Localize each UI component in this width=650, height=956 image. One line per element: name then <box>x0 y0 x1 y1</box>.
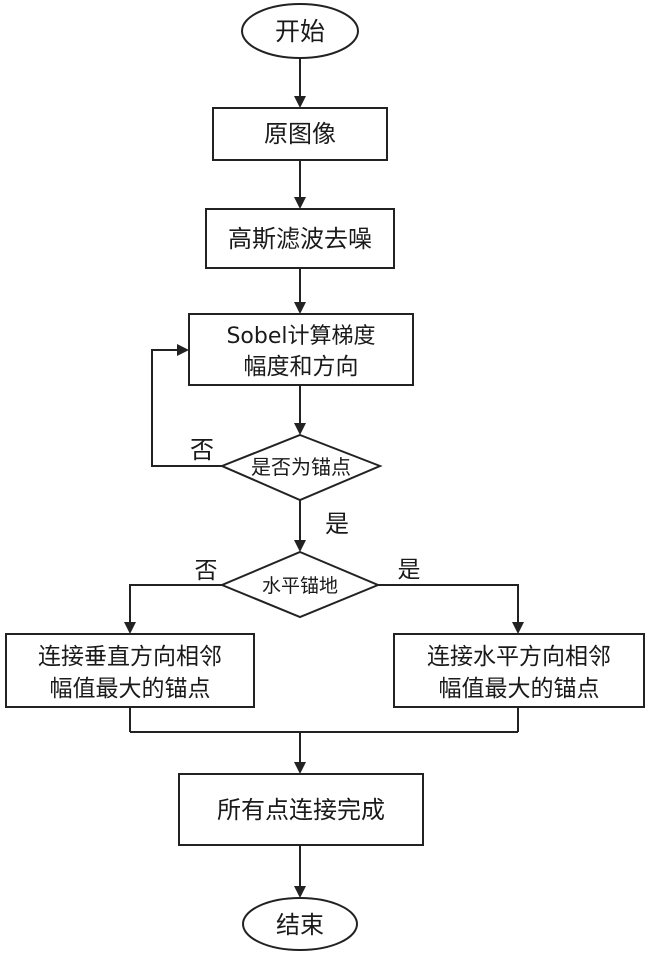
arrowhead <box>294 762 306 774</box>
arrowhead <box>294 96 306 108</box>
edge-label-anchor-yes: 是 <box>325 510 349 538</box>
connect-vertical-label-line1: 连接垂直方向相邻 <box>38 644 222 670</box>
connect-horizontal-label-line2: 幅值最大的锚点 <box>439 676 600 702</box>
gaussian-denoise-node: 高斯滤波去噪 <box>205 208 395 269</box>
all-connected-label: 所有点连接完成 <box>217 796 385 824</box>
start-node: 开始 <box>241 3 359 59</box>
all-connected-node: 所有点连接完成 <box>178 773 424 846</box>
connect-vertical-node: 连接垂直方向相邻 幅值最大的锚点 <box>5 633 255 708</box>
arrowhead <box>294 302 306 314</box>
sobel-node: Sobel计算梯度 幅度和方向 <box>188 313 414 386</box>
connect-horizontal-node: 连接水平方向相邻 幅值最大的锚点 <box>393 633 645 708</box>
horizontal-anchor-decision: 水平锚地 <box>219 550 381 619</box>
connect-horizontal-label-line1: 连接水平方向相邻 <box>427 644 611 670</box>
edge-label-horizontal-no: 否 <box>195 558 218 584</box>
sobel-label-line1: Sobel计算梯度 <box>226 324 375 349</box>
edge-horizontal-no <box>129 584 222 623</box>
is-anchor-decision: 是否为锚点 <box>219 433 383 502</box>
end-node: 结束 <box>242 897 358 951</box>
connect-vertical-label-line2: 幅值最大的锚点 <box>50 676 211 702</box>
edge-label-anchor-no: 否 <box>190 436 214 464</box>
original-image-label: 原图像 <box>264 120 336 148</box>
arrowhead <box>124 622 136 634</box>
arrowhead <box>177 344 189 356</box>
horizontal-anchor-label: 水平锚地 <box>262 575 338 597</box>
edge-label-horizontal-yes: 是 <box>398 557 421 583</box>
arrowhead <box>294 423 306 435</box>
end-label: 结束 <box>276 911 324 939</box>
arrowhead <box>294 197 306 209</box>
edge-horizontal-yes <box>378 584 519 623</box>
connectors <box>124 58 524 898</box>
sobel-label-line2: 幅度和方向 <box>244 354 359 380</box>
edge-not-anchor-loop <box>151 349 222 467</box>
arrowhead <box>512 622 524 634</box>
start-label: 开始 <box>275 17 325 46</box>
arrowhead <box>294 886 306 898</box>
gaussian-denoise-label: 高斯滤波去噪 <box>228 225 372 253</box>
original-image-node: 原图像 <box>212 107 388 161</box>
is-anchor-label: 是否为锚点 <box>251 455 351 479</box>
arrowhead <box>294 540 306 552</box>
